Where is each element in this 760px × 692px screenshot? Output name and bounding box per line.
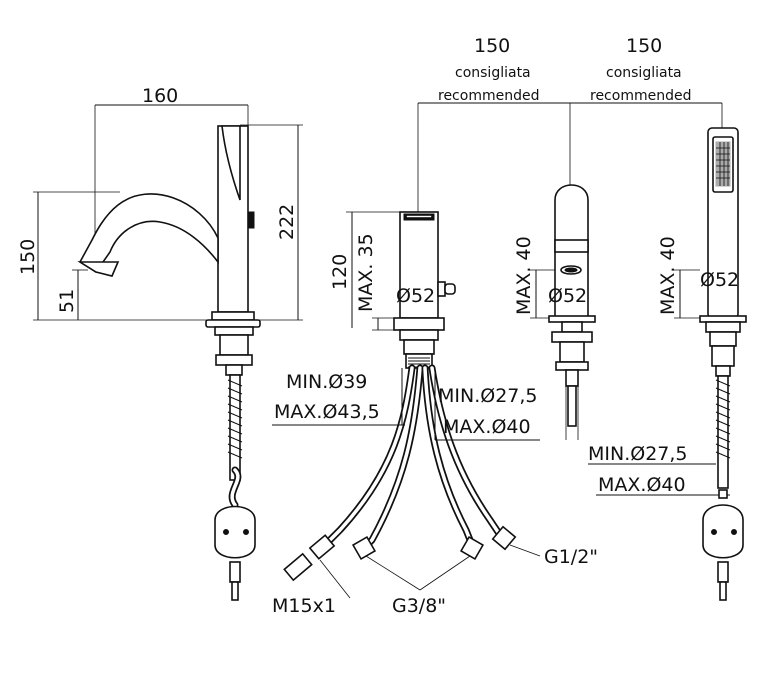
dim-diam52-b: Ø52 (548, 285, 587, 307)
dim-max35: MAX. 35 (355, 233, 377, 312)
hand-shower-view (588, 103, 747, 601)
dim-max40-a-vert: MAX. 40 (513, 236, 535, 315)
consigliata-b: consigliata (606, 65, 682, 81)
consigliata-a: consigliata (455, 65, 531, 81)
dim-min27-5-b: MIN.Ø27,5 (588, 443, 688, 465)
dim-120: 120 (329, 254, 351, 290)
dim-222: 222 (276, 204, 298, 240)
dim-max43-5: MAX.Ø43,5 (274, 401, 380, 423)
mixer-side-view (33, 104, 303, 601)
label-m15: M15x1 (272, 595, 336, 617)
dim-51: 51 (56, 289, 78, 313)
dim-min39: MIN.Ø39 (286, 371, 367, 393)
recommended-b: recommended (590, 88, 691, 104)
holder-view (530, 102, 722, 440)
dim-max40-b-vert: MAX. 40 (657, 236, 679, 315)
label-g12: G1/2" (544, 546, 598, 568)
mixer-front-view (272, 102, 570, 599)
dim-150-b: 150 (626, 35, 662, 57)
dim-max40-b: MAX.Ø40 (598, 474, 686, 496)
dim-max40-a: MAX.Ø40 (443, 416, 531, 438)
dim-min27-5-a: MIN.Ø27,5 (438, 385, 538, 407)
dim-150: 150 (17, 239, 39, 275)
dim-150-a: 150 (474, 35, 510, 57)
dim-diam52-c: Ø52 (700, 269, 739, 291)
dim-160: 160 (142, 85, 178, 107)
label-g38: G3/8" (392, 595, 446, 617)
recommended-a: recommended (438, 88, 539, 104)
dim-diam52-a: Ø52 (396, 285, 435, 307)
